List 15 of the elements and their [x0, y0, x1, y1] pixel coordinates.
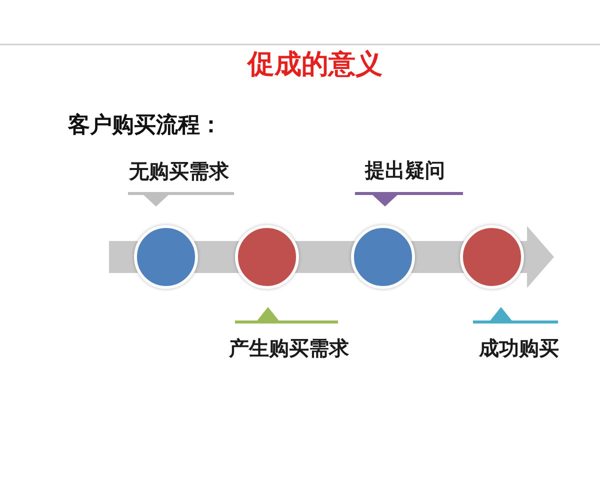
- callout-label: 无购买需求: [129, 159, 229, 183]
- step-circle: [351, 225, 415, 289]
- step-circle: [460, 225, 524, 289]
- callout-label: 产生购买需求: [229, 336, 349, 360]
- flow-band: [109, 241, 138, 273]
- step-circle: [134, 225, 198, 289]
- flow-band: [411, 241, 464, 273]
- step-circle: [235, 225, 299, 289]
- callout-label: 提出疑问: [365, 158, 445, 182]
- title: 促成的意义: [248, 49, 382, 82]
- section-heading: 客户购买流程：: [68, 113, 222, 140]
- flow-arrow: [520, 226, 554, 288]
- flow-band: [295, 241, 355, 273]
- flow-band: [194, 241, 239, 273]
- callout-label: 成功购买: [479, 336, 559, 360]
